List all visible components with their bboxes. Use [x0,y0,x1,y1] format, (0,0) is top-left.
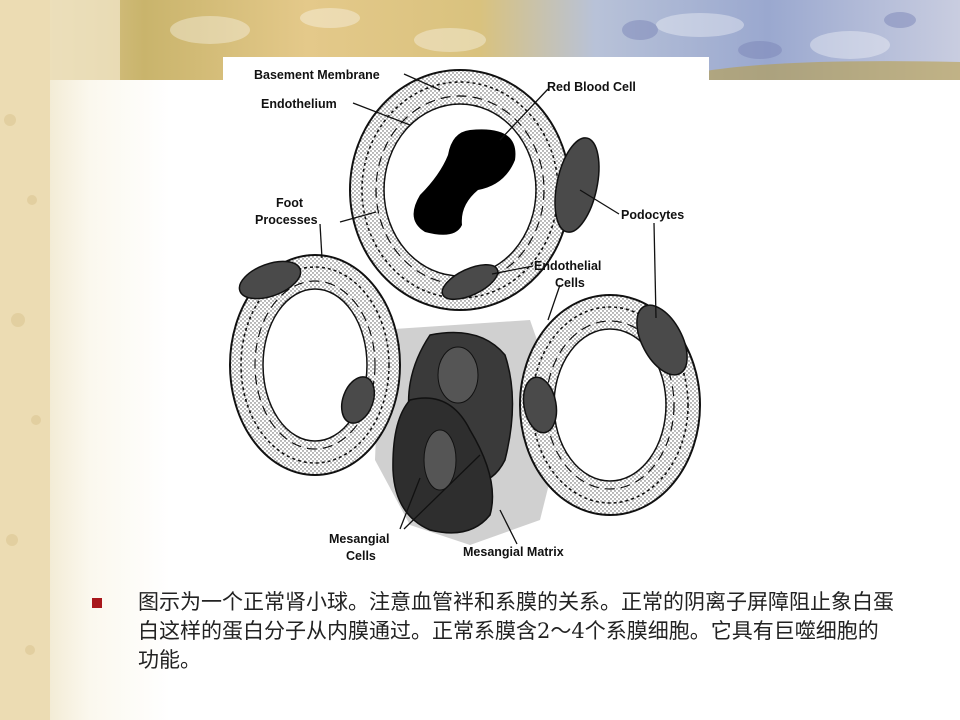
basement-membrane-label: Basement Membrane [254,68,380,82]
podocyte-right-lower [522,376,558,434]
red-blood-cell [413,129,516,235]
podocytes-label: Podocytes [621,208,684,222]
mesangial-matrix-label: Mesangial Matrix [463,545,564,559]
endothelial-cells-label-line2: Cells [555,276,585,290]
left-texture-strip [0,0,50,720]
endothelial-cell [441,263,499,301]
mesangial-cells-label-line2: Cells [346,549,376,563]
caption-text: 图示为一个正常肾小球。注意血管袢和系膜的关系。正常的阴离子屏障阻止象白蛋白这样的… [138,590,894,672]
red-blood-cell-label: Red Blood Cell [547,80,636,94]
foot-processes-label-line1: Foot [276,196,304,210]
mesangial-cells-label-line1: Mesangial [329,532,389,546]
foot-processes-label-line2: Processes [255,213,318,227]
podocyte-top-right [554,137,600,233]
podocyte-left [238,260,302,300]
podocyte-right [636,304,688,376]
bullet-marker [92,598,102,608]
endothelial-cells-label-line1: Endothelial [534,259,601,273]
podocyte-left-lower [340,376,376,424]
header-banner-decoration [0,0,960,82]
endothelium-label: Endothelium [261,97,337,111]
left-capillary-lumen [262,288,368,442]
